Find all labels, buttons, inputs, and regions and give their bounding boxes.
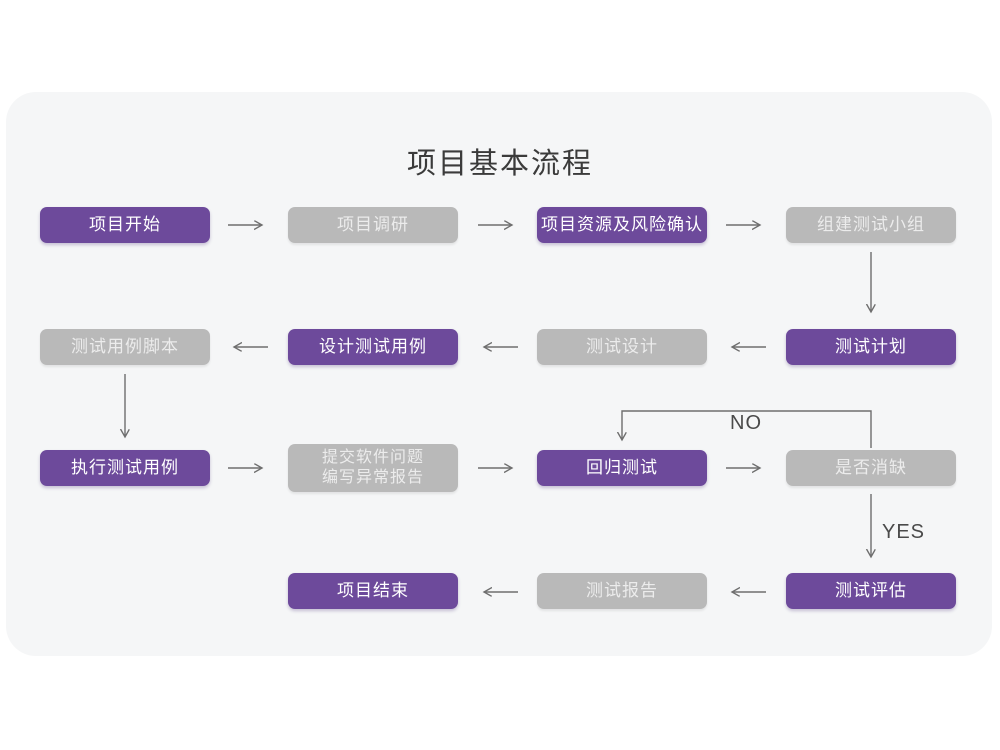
node-label: 项目资源及风险确认 bbox=[541, 215, 703, 235]
node-resources-risk: 项目资源及风险确认 bbox=[537, 207, 707, 243]
arrow-no-loop bbox=[622, 410, 872, 448]
branch-label-yes: YES bbox=[882, 521, 926, 543]
node-design-test-cases: 设计测试用例 bbox=[288, 329, 458, 365]
node-label-line2: 编写异常报告 bbox=[321, 469, 424, 486]
node-test-design: 测试设计 bbox=[537, 329, 707, 365]
node-label-line1: 提交软件问题 bbox=[321, 449, 424, 466]
node-submit-issues-report: 提交软件问题编写异常报告 bbox=[288, 444, 458, 492]
node-label: 组建测试小组 bbox=[817, 215, 925, 235]
flowchart-card bbox=[6, 92, 992, 656]
node-label: 项目调研 bbox=[337, 215, 409, 235]
node-label: 是否消缺 bbox=[835, 458, 907, 478]
node-test-evaluation: 测试评估 bbox=[786, 573, 956, 609]
node-label: 测试设计 bbox=[586, 337, 658, 357]
node-regression-test: 回归测试 bbox=[537, 450, 707, 486]
node-label: 测试报告 bbox=[586, 581, 658, 601]
node-test-plan: 测试计划 bbox=[786, 329, 956, 365]
node-label: 项目开始 bbox=[89, 215, 161, 235]
node-label: 测试计划 bbox=[835, 337, 907, 357]
page-title: 项目基本流程 bbox=[406, 148, 593, 180]
node-test-report: 测试报告 bbox=[537, 573, 707, 609]
node-test-case-scripts: 测试用例脚本 bbox=[40, 329, 210, 365]
node-label: 项目结束 bbox=[337, 581, 409, 601]
node-build-test-team: 组建测试小组 bbox=[786, 207, 956, 243]
node-label: 回归测试 bbox=[586, 458, 658, 478]
node-project-research: 项目调研 bbox=[288, 207, 458, 243]
node-project-end: 项目结束 bbox=[288, 573, 458, 609]
node-label: 测试用例脚本 bbox=[71, 337, 179, 357]
node-label: 设计测试用例 bbox=[319, 337, 427, 357]
node-label: 测试评估 bbox=[835, 581, 907, 601]
node-project-start: 项目开始 bbox=[40, 207, 210, 243]
branch-label-no: NO bbox=[730, 412, 762, 434]
node-execute-test-cases: 执行测试用例 bbox=[40, 450, 210, 486]
node-defect-cleared: 是否消缺 bbox=[786, 450, 956, 486]
node-label: 执行测试用例 bbox=[71, 458, 179, 478]
